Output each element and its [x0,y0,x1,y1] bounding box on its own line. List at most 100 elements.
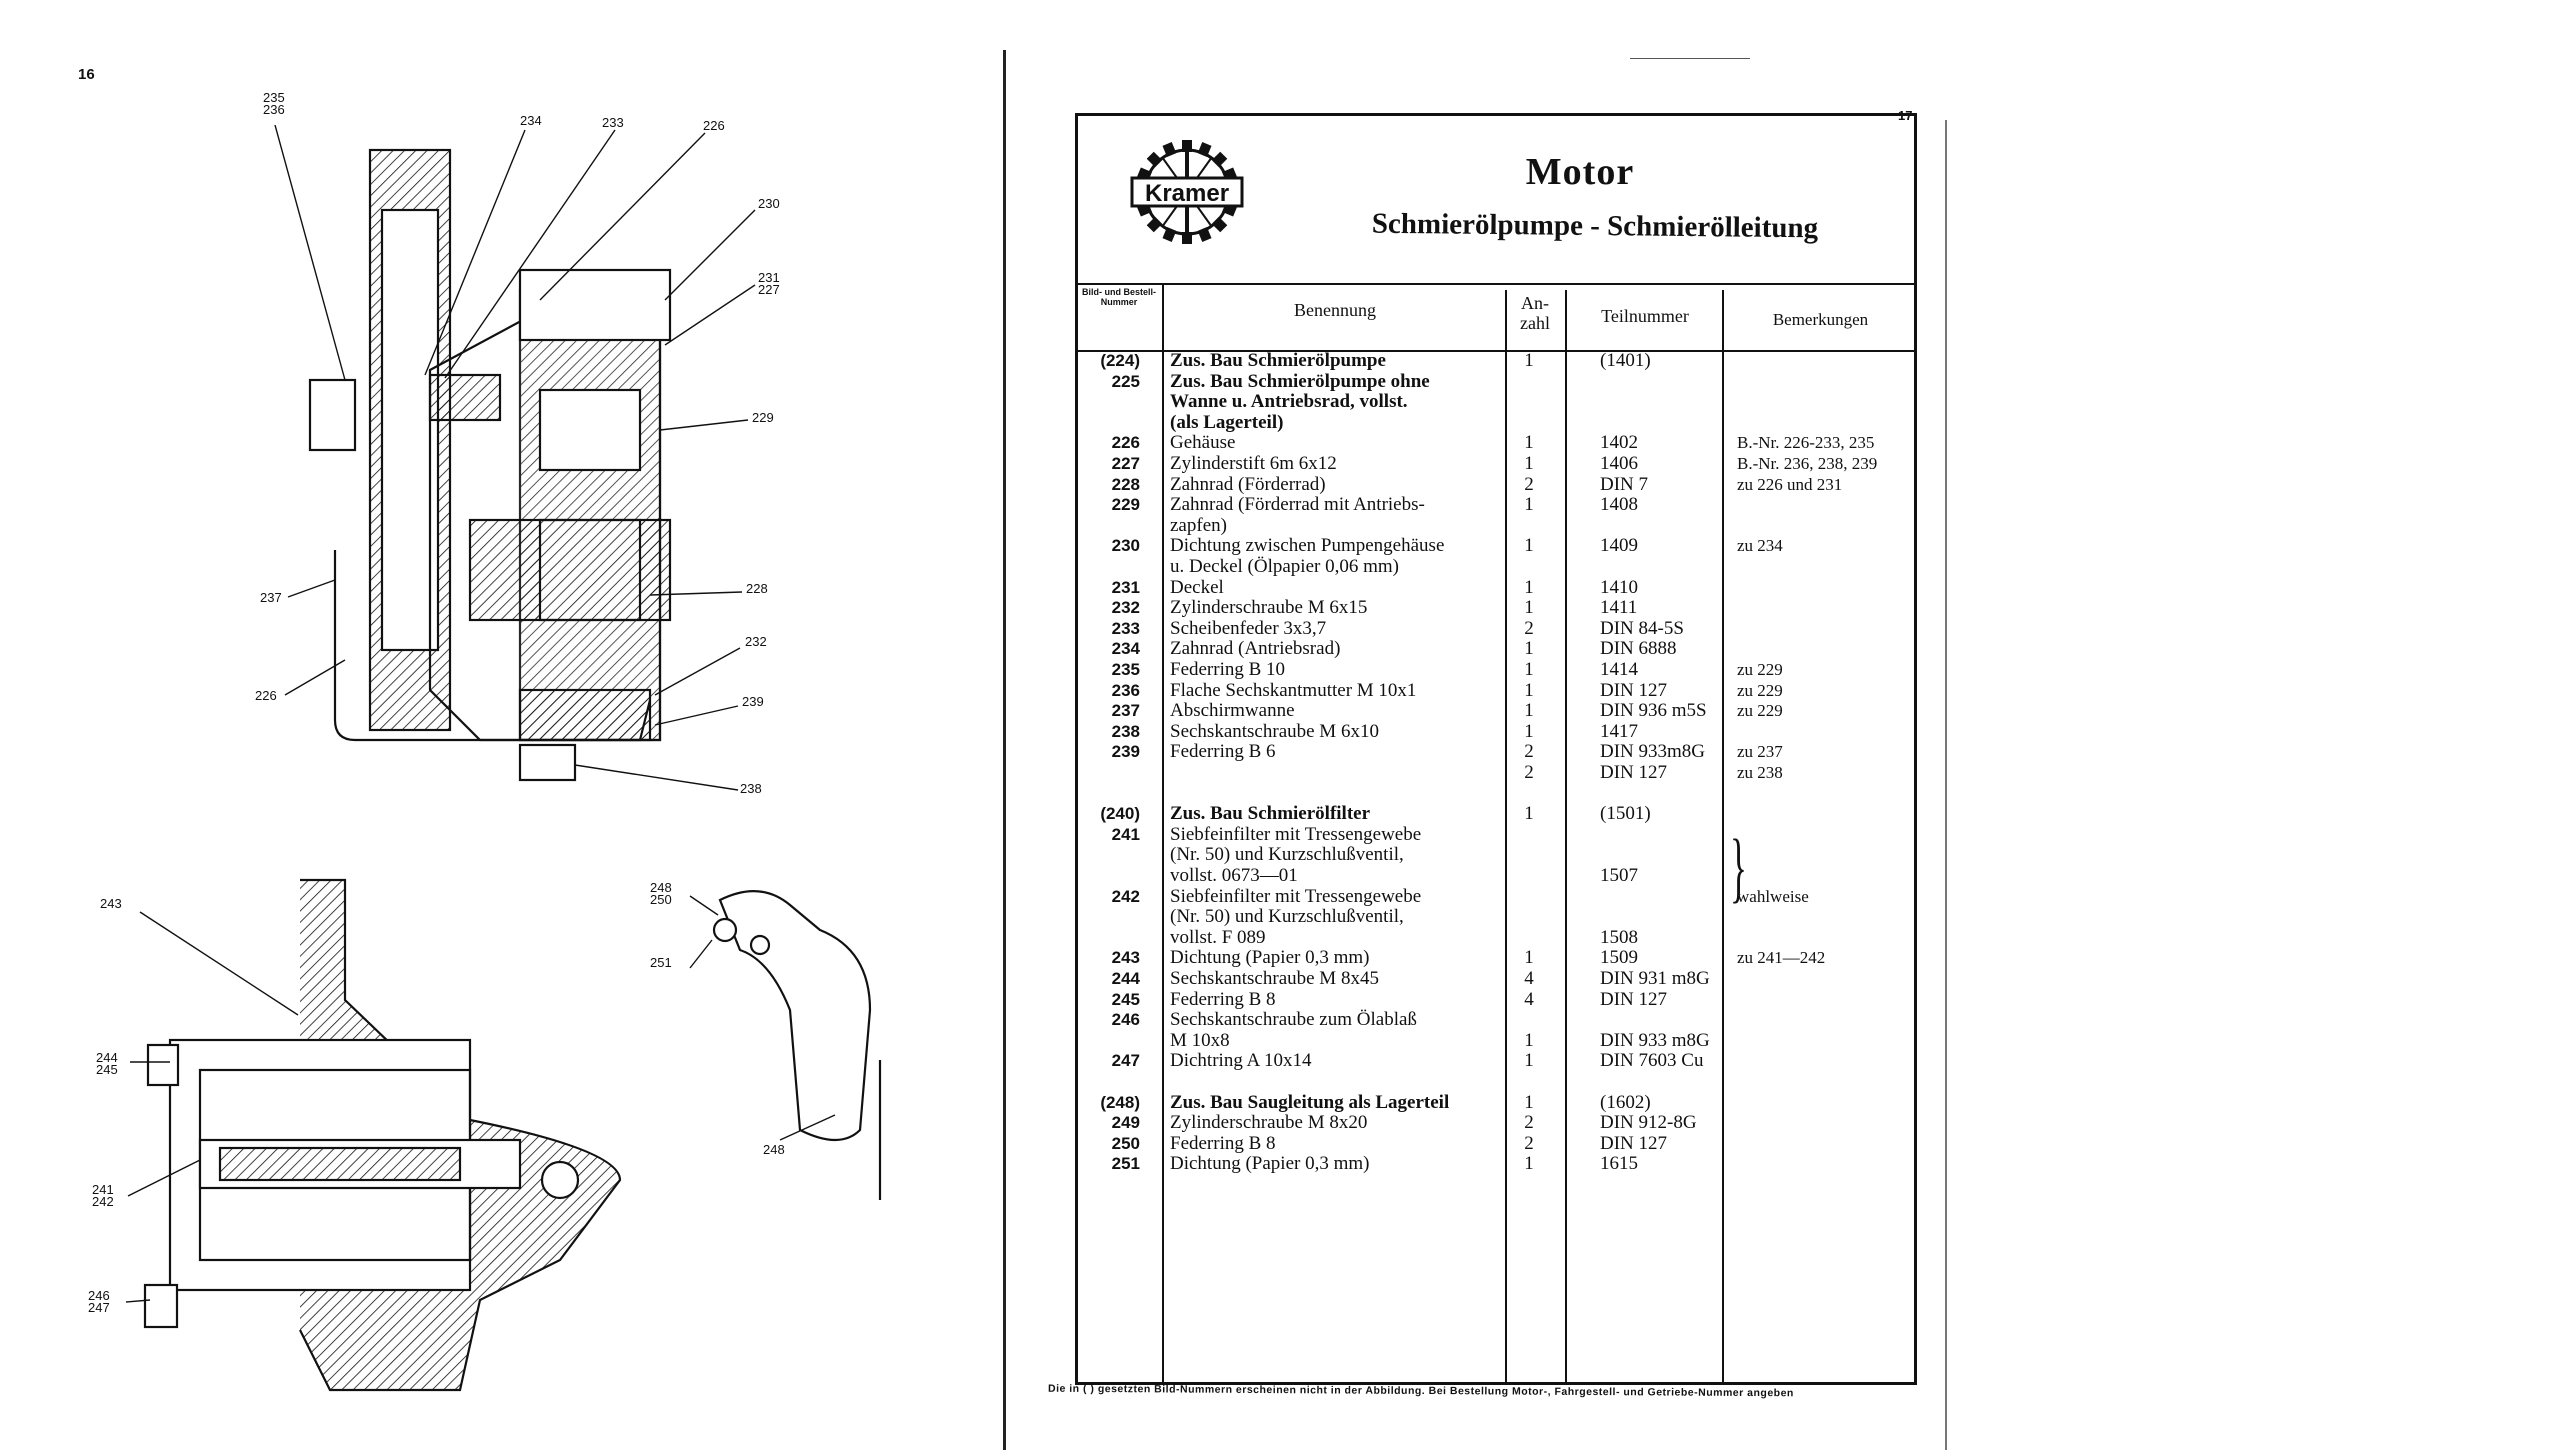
column-rule-3 [1565,290,1567,1383]
part-number: 250 [1111,1133,1140,1153]
part-remark: zu 229 [1737,660,1783,679]
callout-label: 248 [763,1142,785,1157]
suction-flange-hole-1 [712,917,738,943]
brace-wahlweise: } [1730,823,1747,910]
suction-pipe [718,890,872,1141]
part-name: Scheibenfeder 3x3,7 [1170,617,1327,639]
callout-label: 241 242 [92,1182,114,1209]
part-number: 234 [1111,639,1140,659]
table-row: (Nr. 50) und Kurzschlußventil, [1075,844,1917,865]
logo-gear-tooth [1182,232,1192,244]
part-quantity: 2 [1524,473,1534,495]
part-name: Deckel [1170,576,1224,598]
leader-line [689,895,719,916]
part-number: (240) [1100,804,1140,824]
part-teilnummer: (1501) [1600,803,1651,825]
part-teilnummer: DIN 127 [1600,988,1668,1010]
part-number: 245 [1111,989,1140,1009]
cover [518,688,652,742]
leader-line [654,705,739,726]
logo-text: Kramer [1145,180,1229,207]
col-header-nr: Bild- und Bestell- Nummer [1082,287,1156,307]
part-name: vollst. F 089 [1170,926,1266,948]
part-remark: zu 237 [1737,742,1783,762]
leader-line [274,124,346,381]
page-title: Motor [1525,151,1635,193]
part-quantity: 4 [1524,988,1534,1010]
part-teilnummer: DIN 7 [1600,473,1649,495]
callout-label: 239 [742,694,764,709]
callout-label: 244 245 [96,1050,118,1077]
part-name: Zylinderschraube M 6x15 [1170,597,1368,619]
part-quantity: 2 [1524,617,1534,639]
part-number: 247 [1111,1051,1140,1071]
leader-line [127,1159,201,1197]
part-number: 239 [1111,742,1140,762]
callout-label: 237 [260,590,282,605]
part-remark: wahlweise [1737,886,1809,906]
table-row [1075,1071,1917,1092]
part-remark: zu 229 [1737,680,1783,700]
part-name: Sechskantschraube zum Ölablaß [1170,1009,1417,1031]
part-teilnummer: DIN 6888 [1600,638,1677,660]
page-number-left: 16 [78,66,95,83]
leader-line [287,579,336,598]
part-name: (Nr. 50) und Kurzschlußventil, [1170,844,1404,866]
part-teilnummer: (1401) [1600,350,1651,371]
bolt-246 [143,1283,179,1329]
part-teilnummer: (1602) [1600,1091,1651,1113]
part-quantity: 1 [1524,597,1534,619]
callout-label: 229 [752,410,774,425]
pump-housing [518,288,662,742]
part-name: Zahnrad (Förderrad mit Antriebs- [1170,494,1425,516]
part-name: Siebfeinfilter mit Tressengewebe [1170,823,1422,845]
part-name: Zylinderschraube M 8x20 [1170,1112,1368,1134]
part-remark: zu 226 und 231 [1737,474,1843,494]
part-number: 236 [1111,680,1140,700]
kramer-logo: Kramer [1130,140,1244,244]
logo-gear-tooth [1146,216,1163,233]
part-quantity: 1 [1524,700,1534,722]
callout-label: 231 227 [758,270,780,297]
column-rule-2 [1505,290,1507,1383]
part-teilnummer: DIN 127 [1600,679,1668,701]
part-number: 228 [1111,474,1140,494]
col-header-teilnummer: Teilnummer [1601,306,1689,326]
logo-gear-tooth [1162,142,1177,157]
bolt-244 [146,1043,180,1087]
part-name: u. Deckel (Ölpapier 0,06 mm) [1170,556,1399,577]
leader-line [689,939,713,969]
part-teilnummer: 1411 [1600,597,1638,619]
part-quantity: 2 [1524,1132,1534,1154]
logo-gear-tooth [1197,142,1212,157]
part-name: (als Lagerteil) [1170,411,1284,433]
part-number: 241 [1111,824,1140,844]
header-top-rule [1075,283,1917,285]
callout-label: 226 [703,118,725,133]
logo-gear-tooth [1197,227,1212,242]
part-quantity: 1 [1524,535,1534,557]
part-number: (248) [1100,1092,1140,1112]
drain-port [540,1160,580,1200]
shield-pan [333,550,652,742]
leader-line [125,1299,151,1303]
part-quantity: 1 [1524,1029,1534,1051]
callout-label: 238 [740,781,762,796]
part-name: zapfen) [1170,514,1227,536]
callout-label: 228 [746,581,768,596]
part-teilnummer: 1408 [1600,494,1638,516]
col-header-anzahl: An- zahl [1520,293,1550,333]
exploded-view-drawing [125,124,882,1392]
